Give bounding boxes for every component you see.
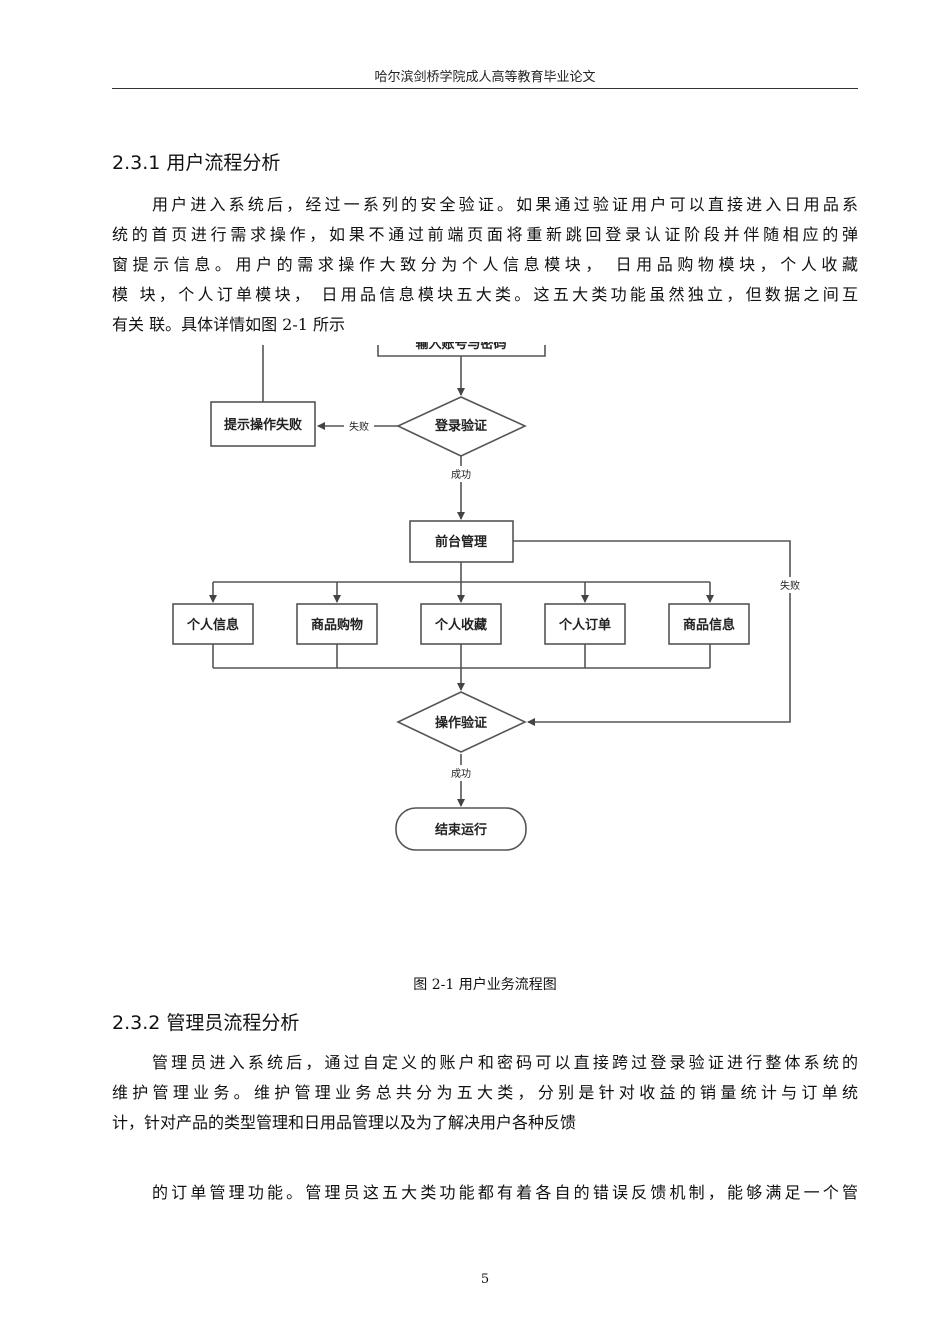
end-text: 结束运行	[435, 822, 487, 838]
module-box	[172, 603, 254, 645]
input-credentials-text: 输入账号与密码	[415, 336, 506, 352]
paragraph-line: 窗提示信息。用户的需求操作大致分为个人信息模块， 日用品购物模块，个人收藏	[112, 255, 858, 274]
paragraph-line: 管理员进入系统后，通过自定义的账户和密码可以直接跨过登录验证进行整体系统的	[152, 1053, 858, 1072]
fail-prompt-text: 提示操作失败	[224, 417, 302, 433]
login-fail-label: 失败	[349, 420, 369, 433]
module-shopping: 商品购物	[311, 617, 363, 633]
frontend-text: 前台管理	[435, 534, 487, 550]
op-check-text: 操作验证	[435, 715, 487, 731]
admin-flow-paragraph: 管理员进入系统后，通过自定义的账户和密码可以直接跨过登录验证进行整体系统的 维护…	[112, 1048, 858, 1138]
user-flow-paragraph: 用户进入系统后，经过一系列的安全验证。如果通过验证用户可以直接进入日用品系 统的…	[112, 190, 858, 340]
module-personal-info: 个人信息	[186, 617, 239, 633]
page-number: 5	[480, 1272, 490, 1287]
paragraph-line: 维护管理业务。维护管理业务总共分为五大类，分别是针对收益的销量统计与订单统	[112, 1083, 858, 1102]
label-bg	[344, 418, 374, 434]
paragraph-line: 统的首页进行需求操作，如果不通过前端页面将重新跳回登录认证阶段并伴随相应的弹	[112, 225, 858, 244]
login-success-label: 成功	[451, 469, 471, 481]
module-box	[668, 603, 750, 645]
header-rule	[112, 88, 858, 89]
figure-caption: 图 2-1 用户业务流程图	[413, 977, 557, 993]
module-box	[420, 603, 502, 645]
paragraph-line: 计，针对产品的类型管理和日用品管理以及为了解决用户各种反馈	[112, 1113, 577, 1132]
label-bg	[447, 765, 475, 781]
paragraph-line: 有关 联。具体详情如图 2-1 所示	[112, 315, 346, 334]
module-box	[296, 603, 378, 645]
paragraph-line: 模 块，个人订单模块， 日用品信息模块五大类。这五大类功能虽然独立，但数据之间互	[112, 285, 858, 304]
module-product-info: 商品信息	[683, 617, 735, 633]
login-check-text: 登录验证	[434, 418, 487, 434]
label-bg	[775, 577, 805, 593]
end-terminal	[395, 807, 527, 851]
paragraph-line: 用户进入系统后，经过一系列的安全验证。如果通过验证用户可以直接进入日用品系	[152, 195, 858, 214]
section-heading-user-flow: 2.3.1 用户流程分析	[112, 152, 281, 174]
module-box	[544, 603, 626, 645]
frontend-box	[409, 520, 514, 563]
running-header: 哈尔滨剑桥学院成人高等教育毕业论文	[374, 70, 596, 85]
frontend-fail-label: 失败	[780, 579, 800, 592]
label-bg	[447, 466, 475, 482]
fail-prompt-box	[210, 401, 316, 447]
frontend-fail-connector	[513, 540, 791, 726]
section-heading-admin-flow: 2.3.2 管理员流程分析	[112, 1012, 300, 1034]
paragraph-line: 的订单管理功能。管理员这五大类功能都有着各自的错误反馈机制，能够满足一个管	[152, 1183, 858, 1202]
op-check-diamond	[396, 691, 527, 753]
login-check-diamond	[396, 396, 527, 457]
module-orders: 个人订单	[558, 617, 611, 633]
op-success-label: 成功	[451, 768, 471, 780]
module-favorites: 个人收藏	[434, 617, 487, 633]
admin-flow-continuation: 的订单管理功能。管理员这五大类功能都有着各自的错误反馈机制，能够满足一个管	[112, 1178, 858, 1208]
